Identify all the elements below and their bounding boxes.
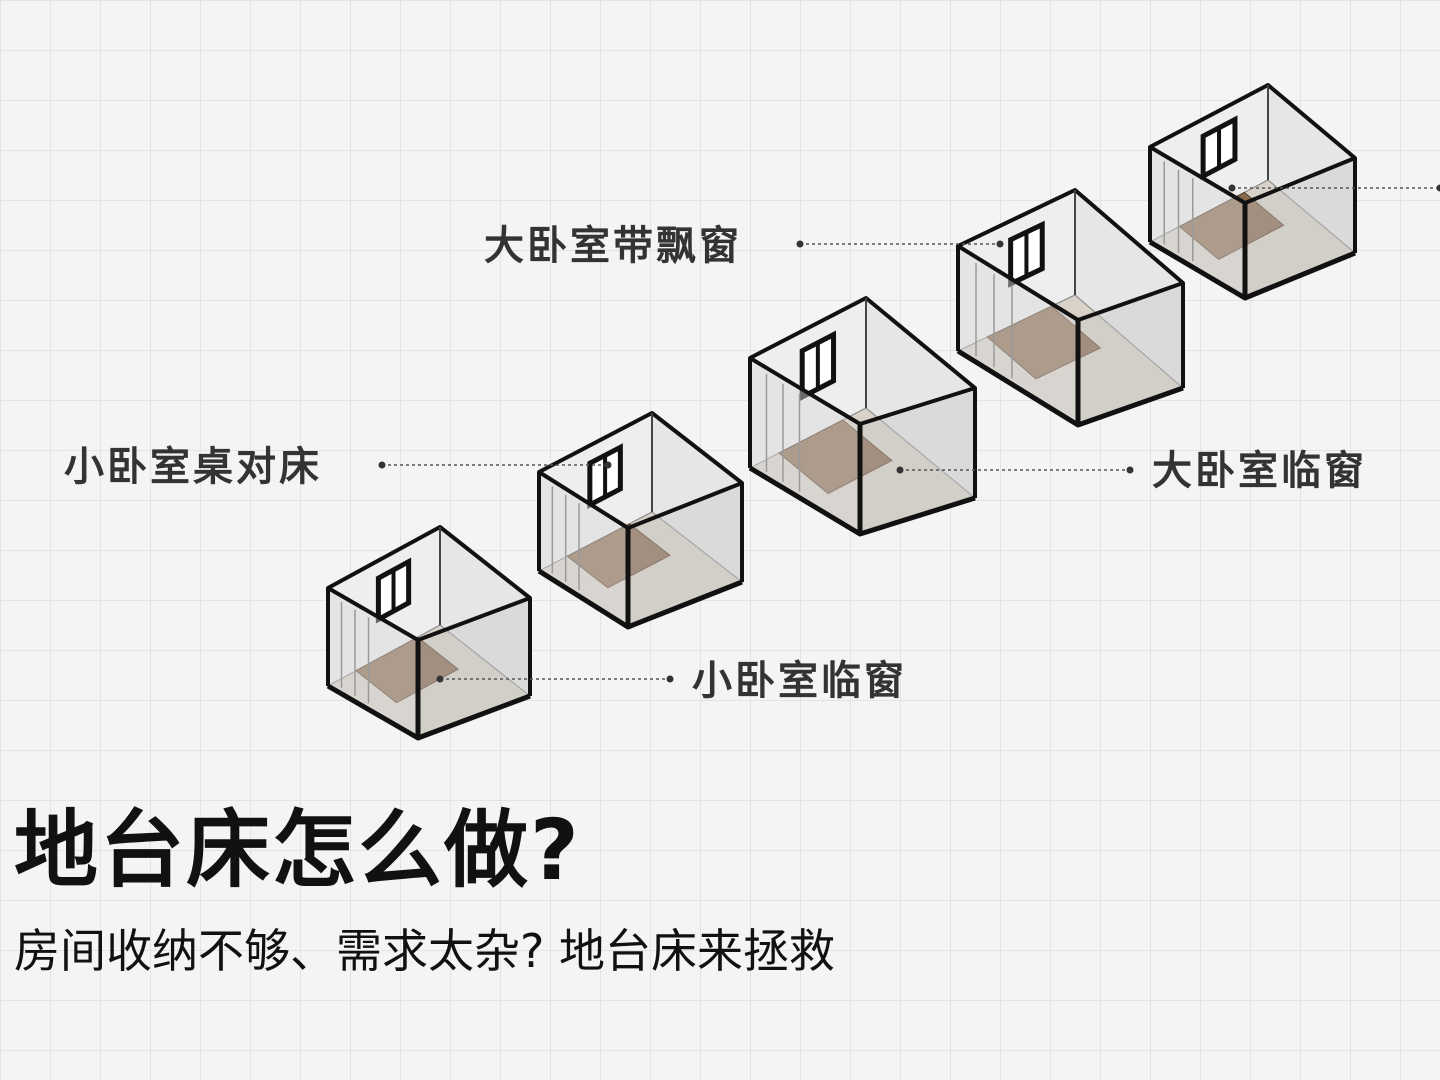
page-title: 地台床怎么做?	[14, 801, 581, 899]
platform-bed	[1178, 191, 1285, 260]
room-small-by-window	[326, 525, 532, 741]
room-big-extra	[1148, 83, 1357, 301]
leader-big-room-by-window	[896, 466, 1134, 474]
room-big-by-window	[748, 296, 977, 537]
label-big-room-by-window: 大卧室临窗	[1152, 448, 1367, 494]
platform-bed	[355, 636, 460, 704]
label-big-room-bay-window: 大卧室带飘窗	[484, 223, 742, 269]
label-small-room-by-window: 小卧室临窗	[692, 658, 907, 704]
label-small-room-desk-bed: 小卧室桌对床	[64, 444, 322, 490]
platform-bed	[566, 523, 671, 589]
page-subtitle: 房间收纳不够、需求太杂? 地台床来拯救	[14, 924, 836, 978]
room-small-desk-bed	[537, 411, 744, 630]
leader-small-room-desk-bed	[378, 461, 612, 469]
leader-big-room-bay-window	[796, 240, 1004, 248]
room-big-bay-window	[956, 188, 1185, 428]
platform-bed	[986, 305, 1102, 380]
platform-bed	[778, 419, 893, 495]
leader-extra-room	[1228, 184, 1440, 192]
leader-small-room-by-window	[436, 675, 674, 683]
